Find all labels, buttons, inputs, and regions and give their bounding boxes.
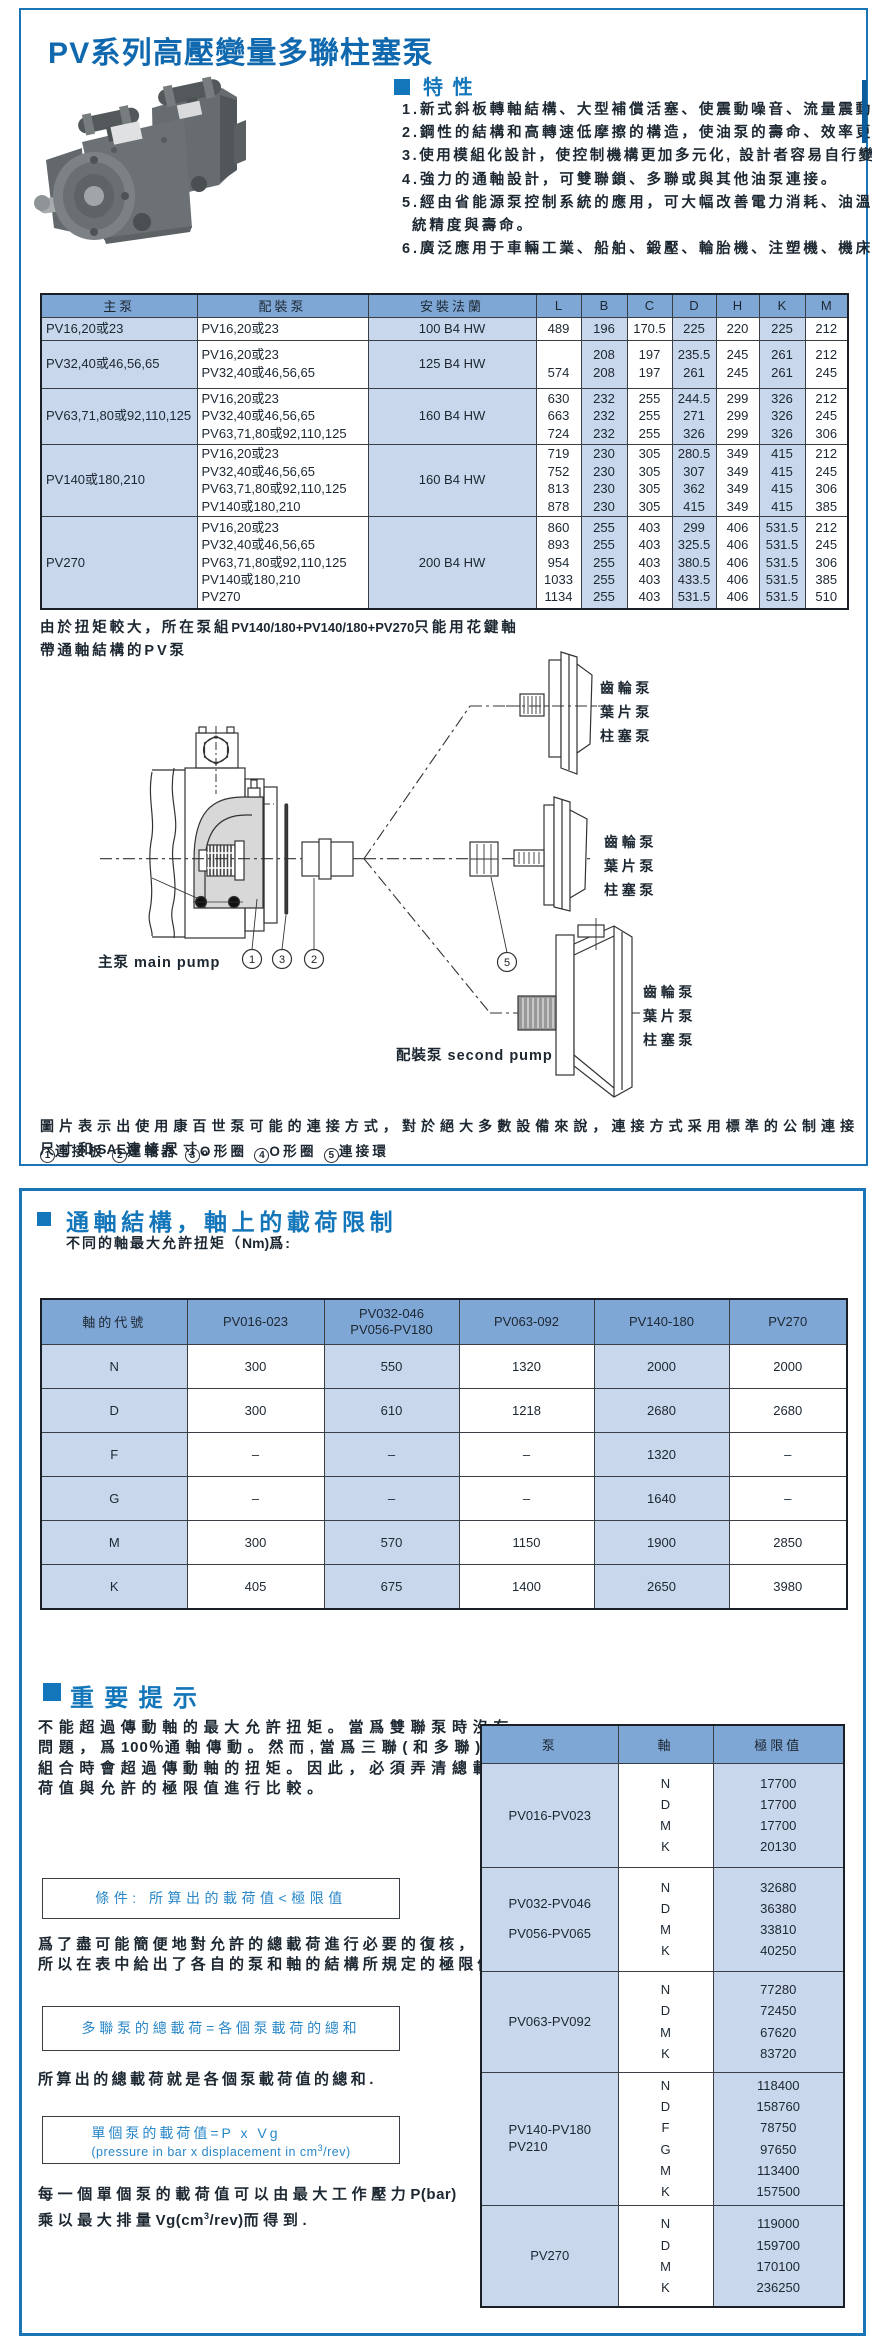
svg-text:1: 1 <box>249 954 255 966</box>
svg-text:3: 3 <box>279 954 285 966</box>
svg-text:2: 2 <box>311 954 317 966</box>
svg-text:5: 5 <box>504 957 510 969</box>
